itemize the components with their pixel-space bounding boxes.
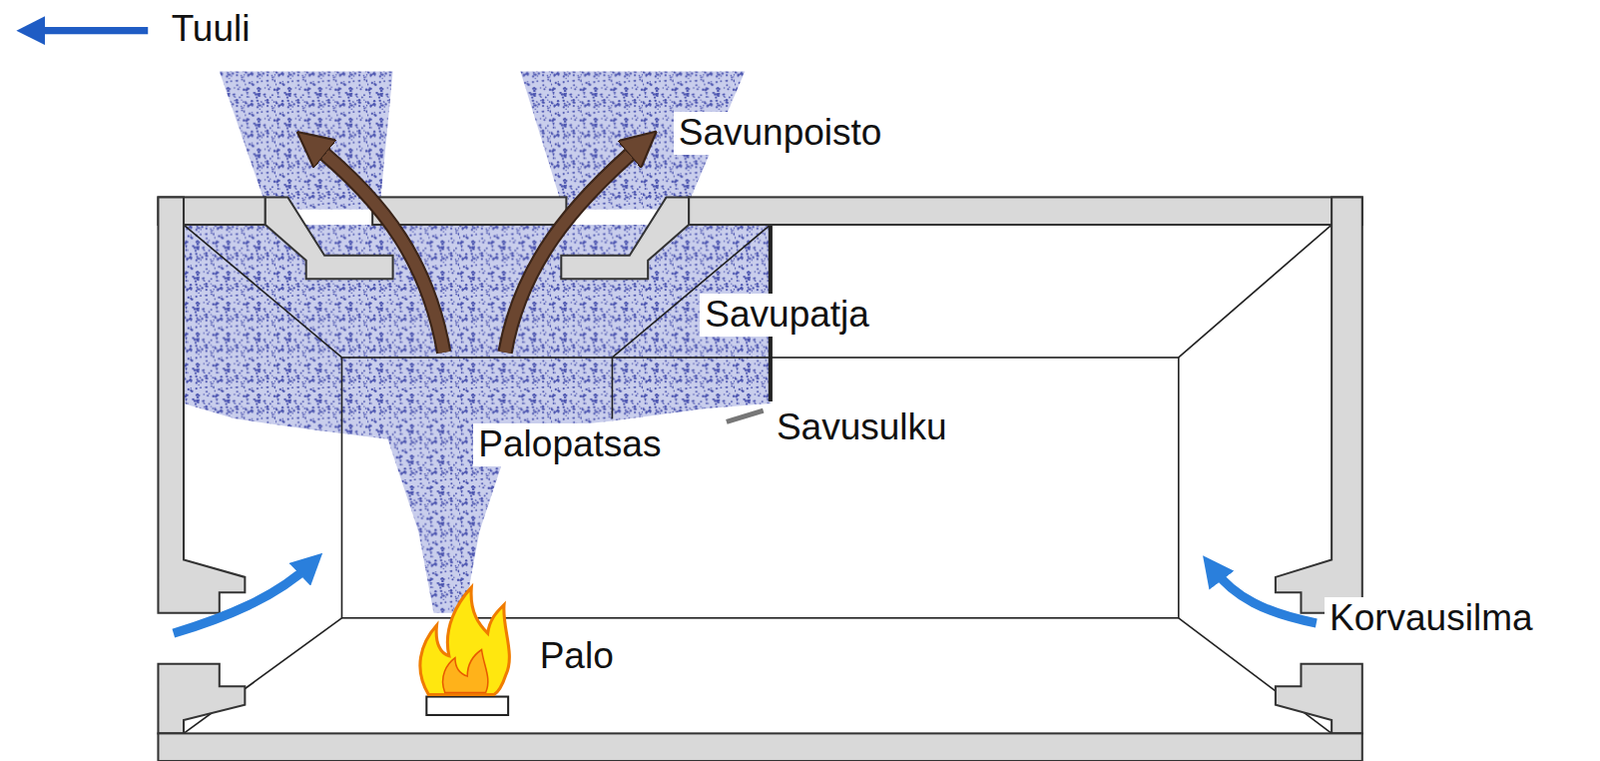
building-walls (157, 196, 1362, 761)
smoke-curtain-edge (726, 410, 764, 422)
room-lines (183, 224, 1332, 733)
smoke-flow-arrow (505, 142, 643, 353)
label: Savupatja (699, 293, 875, 337)
smoke-flow-arrow (311, 142, 445, 353)
label: Palopatsas (473, 423, 666, 467)
back-wall (341, 357, 1178, 618)
air-inflow-arrow (173, 563, 312, 634)
flame-core (443, 649, 489, 693)
smoke-layer (183, 224, 771, 613)
label: Savunpoisto (673, 111, 888, 155)
wind-arrow (30, 26, 149, 34)
air-inflow-arrow (1212, 567, 1317, 623)
smoke-flow-arrow (311, 142, 445, 353)
label: Palo (534, 634, 619, 678)
floor (157, 732, 1362, 761)
label: Tuuli (166, 7, 256, 51)
label: Korvausilma (1324, 596, 1539, 640)
smoke-flow-arrow (505, 142, 643, 353)
fire-source (426, 696, 509, 715)
flame (420, 586, 510, 694)
label: Savusulku (771, 406, 953, 450)
